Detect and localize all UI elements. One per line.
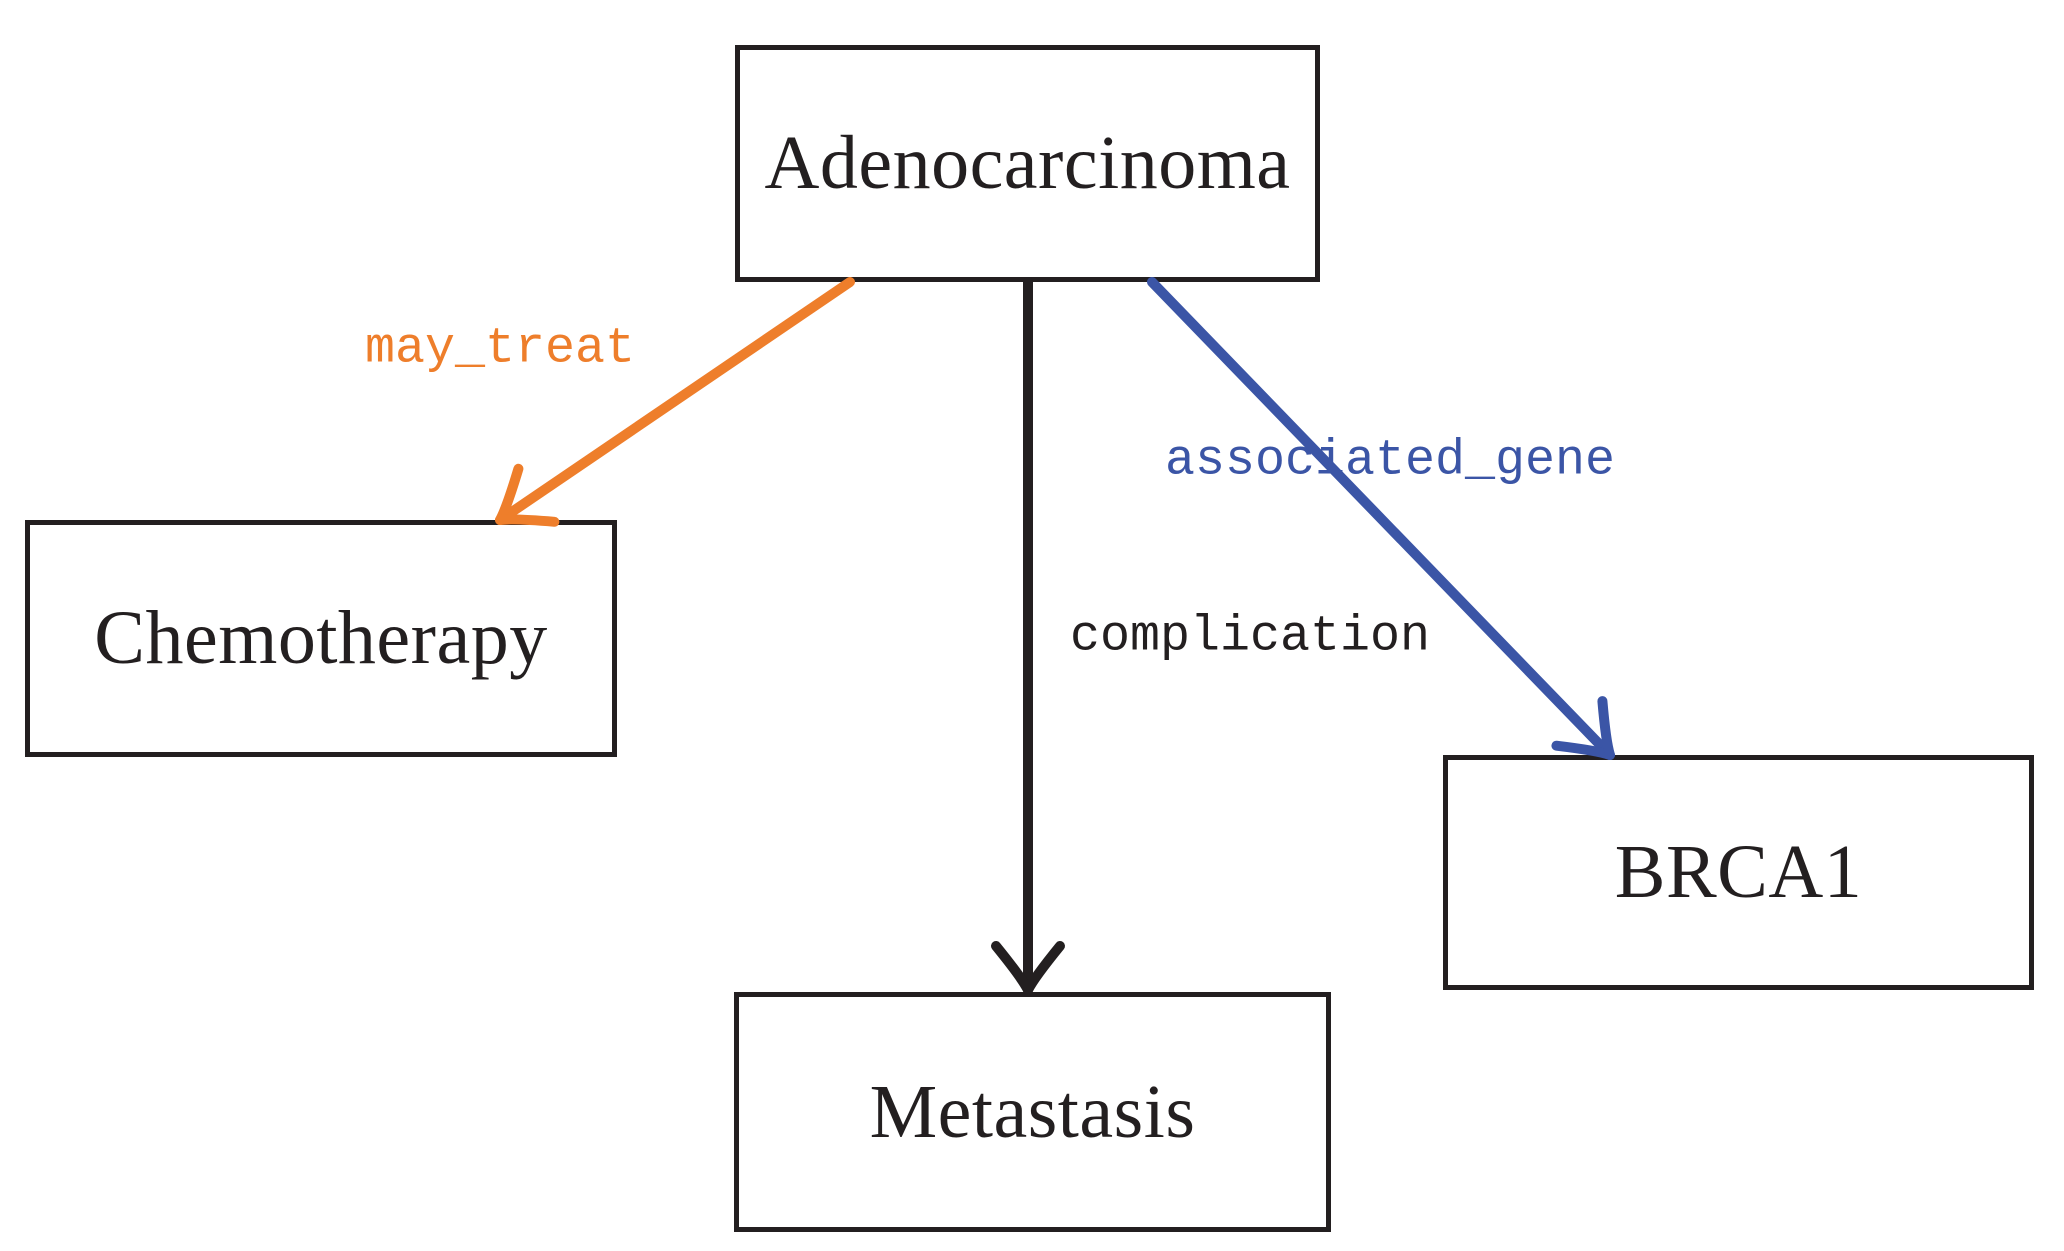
edge-complication [991, 277, 1065, 995]
edge-complication-arrowhead [1023, 941, 1065, 995]
edge-associated-gene-line [1147, 277, 1611, 756]
node-metastasis: Metastasis [734, 992, 1331, 1232]
edge-may-treat-line [498, 277, 855, 523]
node-adenocarcinoma-label: Adenocarcinoma [764, 121, 1291, 205]
edge-complication-arrowhead [991, 941, 1033, 995]
node-brca1-label: BRCA1 [1614, 830, 1863, 914]
edge-associated-gene-arrowhead [1551, 740, 1615, 760]
edge-label-may-treat: may_treat [364, 320, 636, 378]
node-metastasis-label: Metastasis [869, 1069, 1196, 1154]
node-chemotherapy: Chemotherapy [25, 520, 617, 757]
edge-associated-gene [1147, 277, 1615, 760]
edge-associated-gene-arrowhead [1597, 696, 1615, 760]
node-brca1: BRCA1 [1443, 755, 2034, 990]
edge-may-treat-arrowhead [495, 463, 524, 525]
node-adenocarcinoma: Adenocarcinoma [735, 45, 1320, 282]
edge-may-treat [495, 277, 855, 527]
node-chemotherapy-label: Chemotherapy [94, 596, 548, 680]
edge-label-associated-gene: associated_gene [1164, 432, 1616, 490]
edge-label-complication: complication [1069, 608, 1431, 666]
